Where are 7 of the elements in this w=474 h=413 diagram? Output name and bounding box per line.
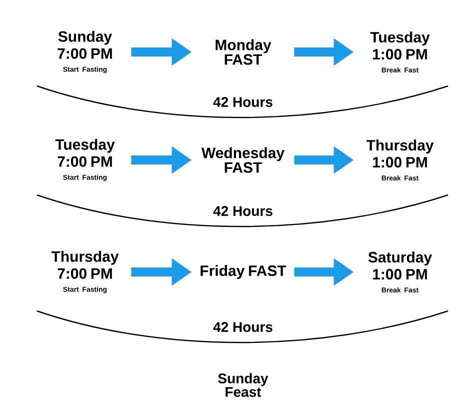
fasting-day-label: Friday FAST (200, 265, 286, 279)
fasting-day-label: Wednesday FAST (201, 147, 284, 173)
duration-label: 42 Hours (213, 97, 272, 107)
duration-label: 42 Hours (213, 206, 272, 216)
duration-label: 42 Hours (213, 322, 272, 332)
fasting-day-label: Monday FAST (216, 39, 272, 65)
feast-label: Sunday Feast (218, 373, 268, 397)
